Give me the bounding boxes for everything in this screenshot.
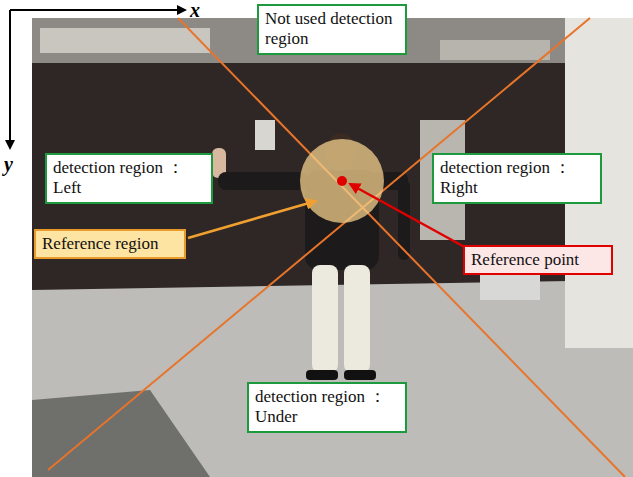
box-text: Not used detection region xyxy=(265,9,399,50)
region-boundary xyxy=(178,18,625,477)
x-axis-arrow xyxy=(10,9,185,11)
box-text: detection region ：Right xyxy=(440,158,594,199)
wall xyxy=(32,18,633,477)
reference-region-box: Reference region xyxy=(34,229,186,259)
axis-label: x xyxy=(190,0,200,20)
floor-mat xyxy=(32,390,210,477)
leader-arrow xyxy=(188,201,316,238)
region-label-box: detection region ：Left xyxy=(45,153,213,204)
box-text: Reference point xyxy=(471,250,605,270)
axis-label: y xyxy=(4,154,13,174)
region-label-box: detection region ：Under xyxy=(247,382,407,433)
box-text: Reference region xyxy=(42,234,178,254)
box-text: detection region ：Under xyxy=(255,387,399,428)
duct xyxy=(440,40,550,60)
air-conditioner xyxy=(40,28,210,53)
region-label-box: detection region ：Right xyxy=(432,153,602,204)
box-text: detection region ：Left xyxy=(53,158,205,199)
region-label-box: Not used detection region xyxy=(257,4,407,55)
switch-panel xyxy=(255,120,275,150)
person xyxy=(212,133,410,380)
reference-point-dot xyxy=(337,176,347,186)
reference-point-box: Reference point xyxy=(463,245,613,275)
y-axis-arrow xyxy=(9,10,11,148)
reference-region-circle xyxy=(300,139,384,223)
